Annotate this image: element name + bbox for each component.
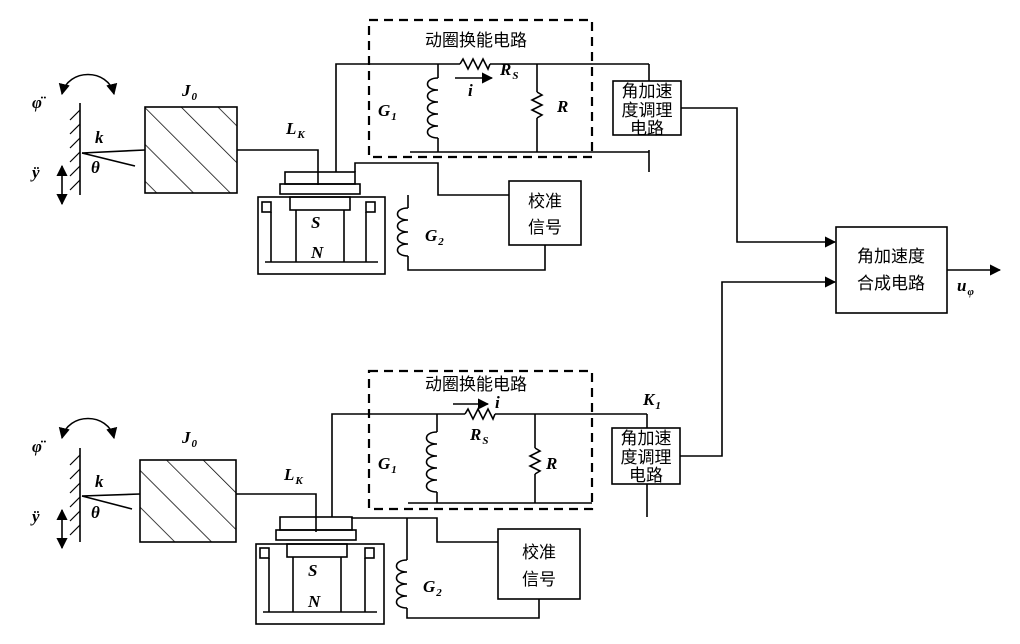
synthesis-text: 合成电路 [857, 274, 925, 294]
channel-top: φ̈ ÿ k θ J0 LK S N [30, 18, 837, 275]
current-label: i [495, 393, 500, 412]
shaft [237, 149, 319, 172]
conditioner-box: 角加速 度调理 电路 [612, 80, 682, 139]
k-label: k [95, 472, 104, 491]
inertia-mass [144, 106, 238, 194]
transducer-boundary [367, 18, 594, 159]
theta-line [81, 495, 133, 510]
spring-k [81, 493, 141, 497]
phi-ddot-label: φ̈ [32, 437, 46, 456]
channel-bottom: φ̈ ÿ k θ J0 LK S N 动圈换能电路 [30, 276, 837, 625]
calibration-loop: 校准 信号 G2 [354, 162, 582, 271]
current-label: i [468, 81, 473, 100]
theta-label: θ [91, 503, 100, 522]
conditioner-box: 角加速 度调理 电路 [611, 427, 681, 486]
shaft-label: LK [283, 465, 303, 487]
south-pole-label: S [308, 561, 317, 580]
rotation-arrow [58, 417, 118, 440]
inertia-label: J0 [181, 428, 198, 450]
calibration-text: 校准 [522, 543, 556, 563]
transducer-title: 动圈换能电路 [425, 31, 527, 51]
theta-label: θ [91, 158, 100, 177]
conditioner-text: 度调理 [621, 448, 672, 468]
theta-line [81, 152, 136, 167]
r-label: R [556, 97, 568, 116]
base-wall [69, 103, 81, 195]
rotation-arrow [58, 73, 118, 96]
rs-label: RS [469, 425, 488, 447]
output-wire-top [681, 107, 837, 248]
inertia-label: J0 [181, 81, 198, 103]
conditioner-text: 角加速 [621, 429, 672, 449]
calibration-text: 信号 [528, 218, 562, 238]
north-pole-label: N [310, 243, 324, 262]
k-label: k [95, 128, 104, 147]
transducer-boundary [367, 369, 594, 511]
inertia-mass [139, 459, 237, 543]
phi-ddot-label: φ̈ [32, 93, 46, 112]
rs-label: RS [499, 60, 518, 82]
y-ddot-label: ÿ [30, 507, 40, 526]
spring-k [81, 149, 146, 154]
conditioner-text: 电路 [630, 119, 664, 139]
k1-label: K1 [642, 390, 661, 412]
r-label: R [545, 454, 557, 473]
g2-label: G2 [423, 577, 442, 599]
shaft [236, 493, 317, 517]
output-label: uφ [957, 276, 974, 298]
transducer-circuit: 动圈换能电路 i RS R G1 [331, 369, 648, 517]
transducer-title: 动圈换能电路 [425, 375, 527, 395]
south-pole-label: S [311, 213, 320, 232]
g1-label: G1 [378, 101, 397, 123]
g2-label: G2 [425, 226, 444, 248]
base-wall [69, 448, 81, 542]
conditioner-text: 电路 [629, 466, 663, 486]
conditioner-text: 度调理 [622, 101, 673, 121]
calibration-text: 信号 [522, 570, 556, 590]
north-pole-label: N [307, 592, 321, 611]
transducer-circuit: 动圈换能电路 i RS R G1 [317, 18, 650, 185]
shaft-label: LK [285, 119, 305, 141]
output-wire-bottom [680, 276, 837, 457]
calibration-box [497, 528, 581, 600]
magnet-assembly: S N [255, 516, 385, 625]
y-ddot-label: ÿ [30, 163, 40, 182]
synthesis-text: 角加速度 [857, 247, 925, 267]
synthesis-block: 角加速度 合成电路 uφ [835, 226, 1002, 314]
g1-label: G1 [378, 454, 397, 476]
conditioner-text: 角加速 [622, 82, 673, 102]
calibration-loop: 校准 信号 G2 [351, 517, 581, 619]
calibration-box [508, 180, 582, 246]
magnet-assembly: S N [257, 171, 386, 275]
calibration-text: 校准 [528, 192, 562, 212]
